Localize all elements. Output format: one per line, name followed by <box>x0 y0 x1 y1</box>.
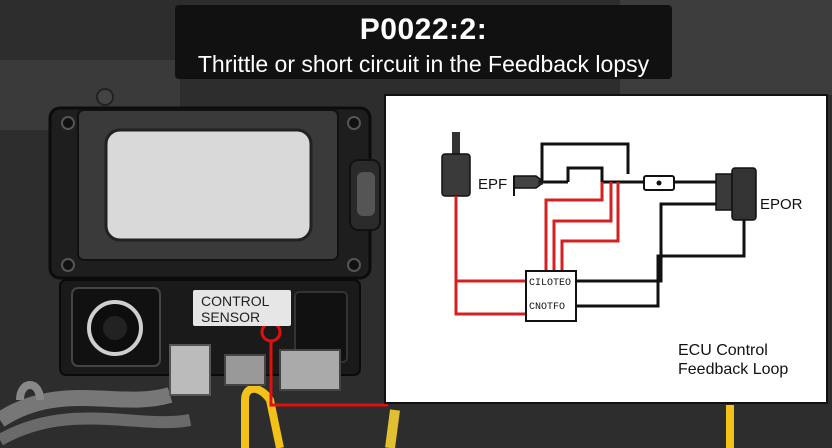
control-sensor-label-line1: CONTROL <box>201 293 270 309</box>
label-epf: EPF <box>478 176 508 193</box>
caption-line2: Feedback Loop <box>678 361 789 378</box>
control-sensor-label: CONTROL SENSOR <box>193 290 291 326</box>
epf-sensor-pin-icon <box>452 132 460 154</box>
dtc-description: Thrittle or short circuit in the Feedbac… <box>197 51 650 77</box>
epor-sensor-icon <box>731 167 757 221</box>
wiring-diagram-schematic <box>441 132 757 322</box>
epor-connector-icon <box>715 173 733 211</box>
ecu-box <box>525 270 577 322</box>
diagram-caption: ECU Control Feedback Loop <box>678 341 788 379</box>
wiring-diagram: EPF EPOR CILOTEO CNOTFO ECU Control Feed… <box>384 94 828 404</box>
control-sensor-label-line2: SENSOR <box>201 309 261 325</box>
dtc-code: P0022:2: <box>359 13 488 46</box>
label-epor: EPOR <box>760 196 803 213</box>
ecu-bottom-label: CNOTFO <box>529 302 566 313</box>
caption-line1: ECU Control <box>678 342 768 359</box>
epf-sensor-icon <box>441 153 471 197</box>
dtc-banner: P0022:2: Thrittle or short circuit in th… <box>175 5 672 79</box>
ecu-top-label: CILOTEO <box>529 278 572 289</box>
